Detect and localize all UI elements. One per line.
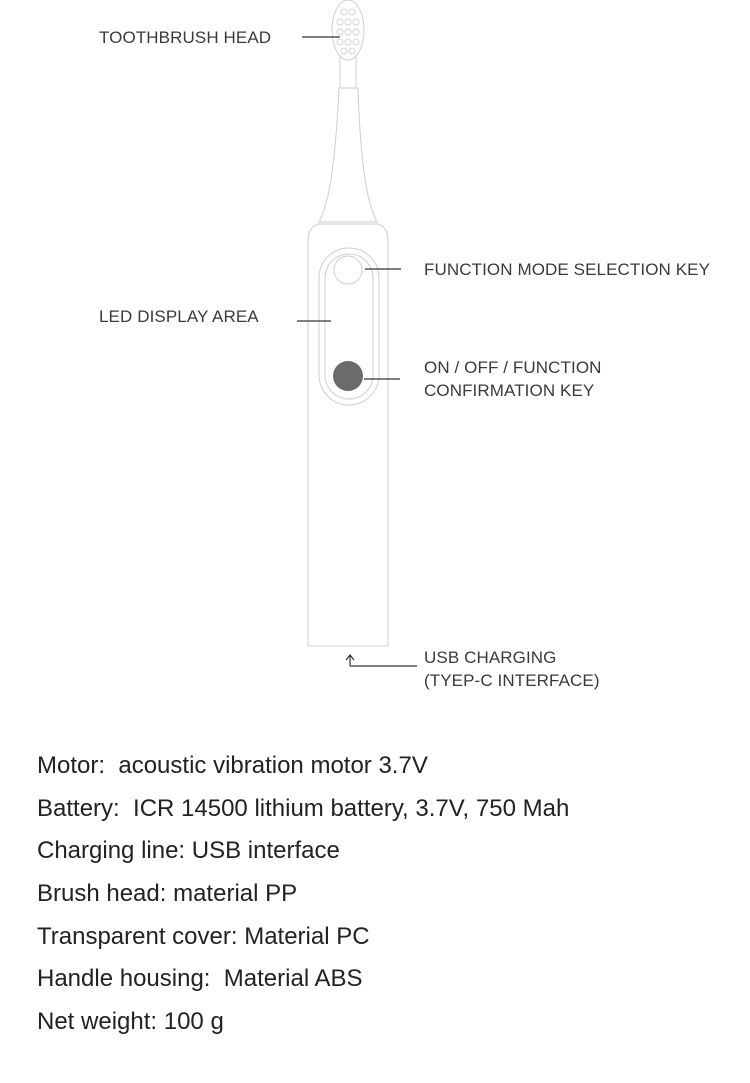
spec-weight: Net weight: 100 g [37,1008,224,1035]
power-key [333,361,363,391]
label-on-off-key-2: CONFIRMATION KEY [424,381,595,400]
led-panel-outer [318,247,380,406]
arrow-up-icon [345,654,417,667]
label-usb-2: (TYEP-C INTERFACE) [424,671,600,690]
spec-charging: Charging line: USB interface [37,837,340,864]
brush-stem [339,55,357,88]
label-on-off-key-1: ON / OFF / FUNCTION [424,358,602,377]
label-toothbrush-head: TOOTHBRUSH HEAD [99,28,272,47]
bristles-icon [336,8,360,55]
brush-head [331,0,365,61]
spec-motor: Motor: acoustic vibration motor 3.7V [37,752,428,779]
label-usb-1: USB CHARGING [424,648,557,667]
spec-brush-head: Brush head: material PP [37,880,298,907]
led-panel-inner [324,253,374,400]
spec-handle: Handle housing: Material ABS [37,965,363,992]
label-led-display: LED DISPLAY AREA [99,307,259,326]
toothbrush-illustration [297,0,417,667]
function-mode-key [333,255,363,285]
brush-neck [318,87,378,223]
label-function-mode-key: FUNCTION MODE SELECTION KEY [424,260,711,279]
handle [307,223,389,647]
spec-battery: Battery: ICR 14500 lithium battery, 3.7V… [37,795,570,822]
spec-cover: Transparent cover: Material PC [37,923,370,950]
